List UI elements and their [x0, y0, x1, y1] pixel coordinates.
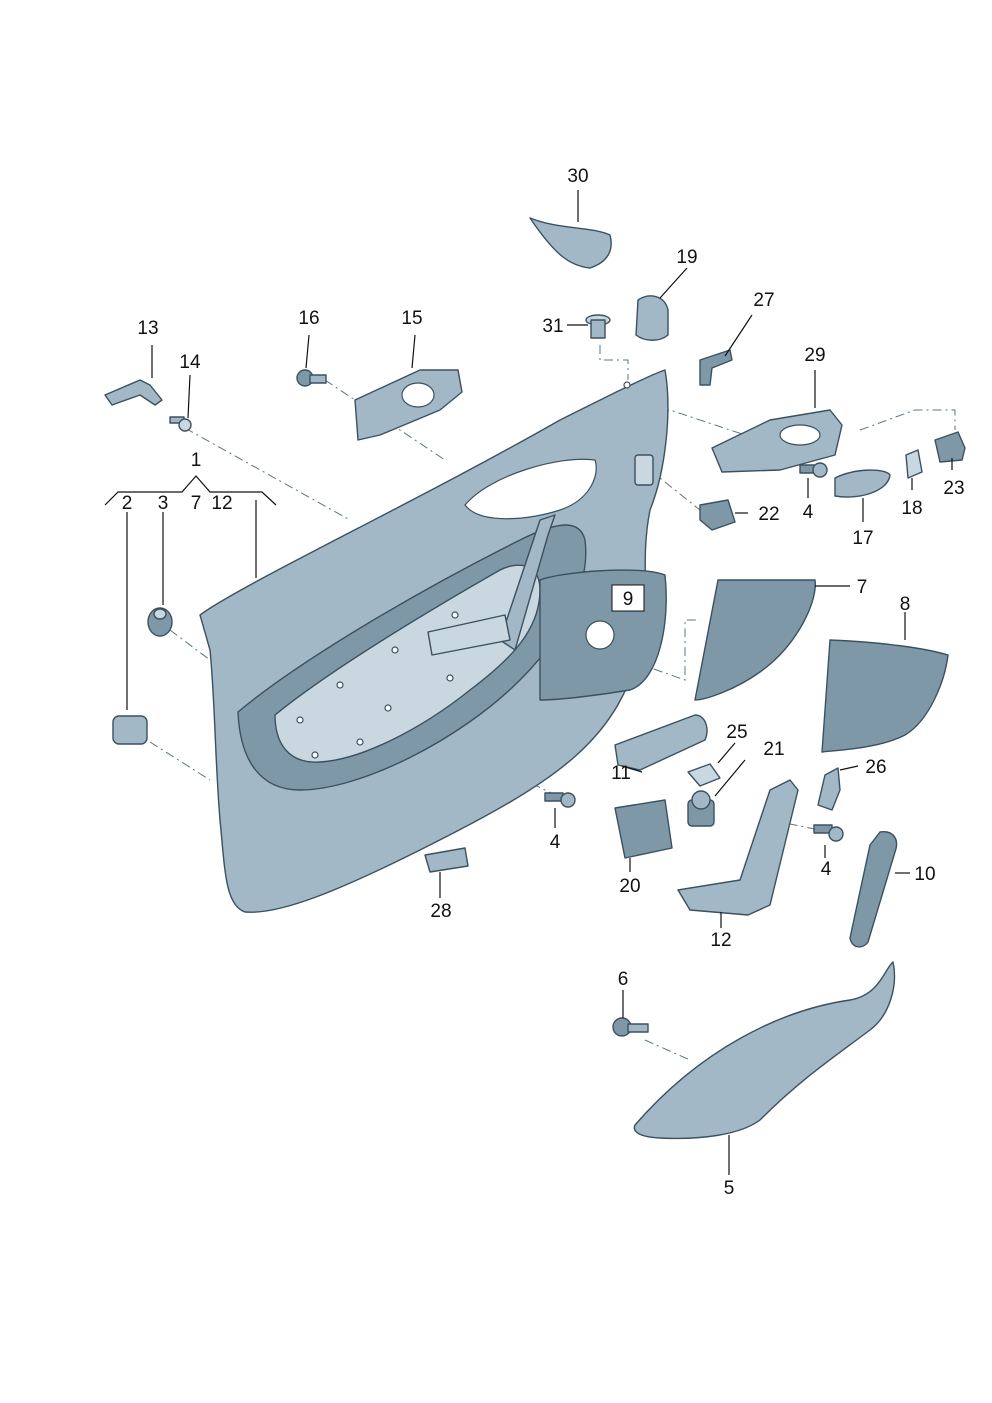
door-handle-part: [677, 779, 799, 916]
bracket-part: [699, 349, 733, 386]
clip-part: [817, 767, 841, 811]
callout-17: 17: [852, 528, 873, 549]
pad-part: [112, 715, 148, 745]
callout-leaders: [104, 190, 953, 1175]
callout-12: 12: [710, 930, 731, 951]
callout-7: 7: [857, 577, 868, 598]
callout-labels: 1 2 3 7 12 13 14 16 15 30 31 19 27 29 4 …: [122, 166, 965, 1199]
callout-5: 5: [724, 1178, 735, 1199]
screw-part: [169, 416, 192, 432]
callout-25: 25: [726, 722, 747, 743]
trim-strip-part: [849, 831, 898, 948]
callout-1: 1: [191, 450, 202, 471]
switch-part: [934, 431, 966, 463]
callout-26: 26: [865, 757, 886, 778]
callout-15: 15: [401, 308, 422, 329]
callout-box-9: [611, 584, 645, 612]
clip-part: [585, 314, 611, 339]
window-switch-part: [614, 799, 673, 859]
switch-housing-part: [614, 714, 708, 771]
clip-part: [905, 449, 923, 479]
screw-part: [799, 462, 828, 478]
callout-16: 16: [298, 308, 319, 329]
mirror-cover-part: [529, 217, 612, 269]
callout-30: 30: [567, 166, 588, 187]
cap-part: [635, 295, 669, 341]
door-trim-panel: [199, 369, 669, 913]
callout-9: 9: [623, 589, 634, 610]
callout-11: 11: [611, 763, 631, 784]
callout-21: 21: [763, 739, 784, 760]
trim-insert-part: [821, 639, 949, 753]
switch-part: [699, 499, 736, 531]
seal-part: [687, 763, 721, 787]
callout-8: 8: [900, 594, 911, 615]
carrier-part: [354, 369, 463, 441]
connector-part: [424, 847, 469, 873]
callout-29: 29: [804, 345, 825, 366]
mirror-switch-part: [687, 790, 715, 827]
callout-14: 14: [179, 352, 201, 373]
callout-28: 28: [430, 901, 451, 922]
callout-7-group: 7: [191, 493, 202, 514]
callout-4-upper: 4: [803, 502, 814, 523]
callout-20: 20: [619, 876, 640, 897]
callout-3: 3: [158, 493, 169, 514]
handle-housing-part: [711, 409, 843, 473]
callout-19: 19: [676, 247, 697, 268]
callout-27: 27: [753, 290, 774, 311]
callout-22: 22: [758, 504, 779, 525]
bolt-part: [612, 1017, 649, 1037]
cover-part: [834, 469, 891, 498]
callout-31: 31: [542, 316, 563, 337]
screw-part: [544, 792, 576, 808]
callout-18: 18: [901, 498, 922, 519]
bracket-part: [104, 379, 163, 406]
callout-13: 13: [137, 318, 158, 339]
callout-6: 6: [618, 969, 629, 990]
grommet-part: [147, 607, 173, 637]
callout-10: 10: [914, 864, 935, 885]
callout-2: 2: [122, 493, 133, 514]
trim-insert-part: [694, 579, 816, 701]
callout-12-group: 12: [211, 493, 232, 514]
callout-4-right: 4: [821, 859, 832, 880]
armrest-part: [633, 961, 896, 1140]
callout-4-lower: 4: [550, 832, 561, 853]
callout-23: 23: [943, 478, 964, 499]
bolt-part: [296, 369, 327, 387]
screw-part: [813, 824, 844, 842]
